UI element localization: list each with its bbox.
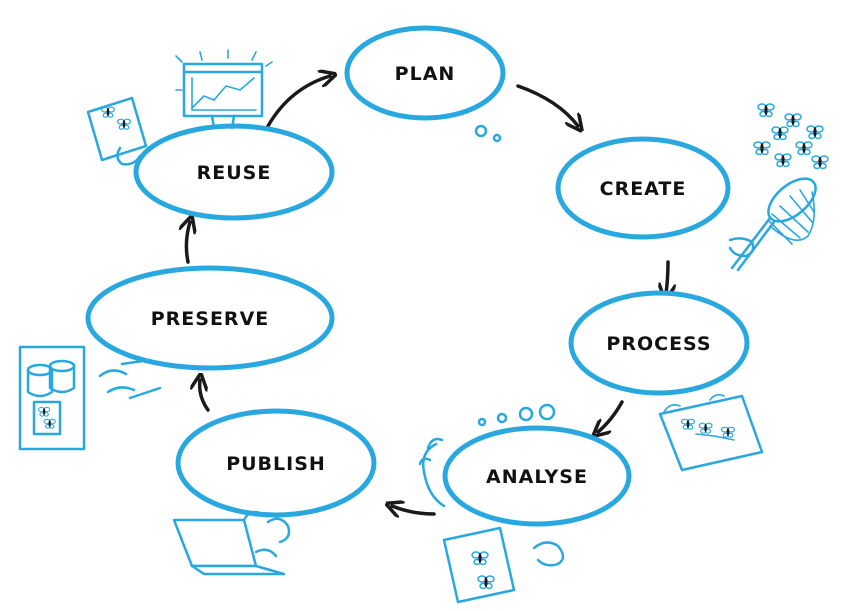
analysis-sheet-icon xyxy=(442,526,516,604)
preserve-hands-icon xyxy=(98,358,162,400)
arrow-publish-to-preserve xyxy=(200,380,210,412)
stage-preserve: PRESERVE xyxy=(85,265,335,371)
thought-bubble-icon xyxy=(474,124,488,138)
stage-plan: PLAN xyxy=(344,25,506,143)
stage-reuse-label: REUSE xyxy=(197,162,272,184)
stage-process-label: PROCESS xyxy=(606,333,711,355)
stage-publish-label: PUBLISH xyxy=(226,453,326,475)
chart-screen-icon xyxy=(175,49,273,130)
stage-reuse: REUSE xyxy=(133,123,335,221)
arrow-process-to-analyse xyxy=(598,400,624,432)
thought-bubbles-icon xyxy=(477,403,556,427)
stage-analyse-label: ANALYSE xyxy=(486,466,588,488)
stage-process: PROCESS xyxy=(568,290,750,396)
data-sheet-icon xyxy=(658,393,764,472)
arrow-analyse-to-publish xyxy=(392,506,436,514)
cycle-arrows xyxy=(186,76,668,514)
arrow-plan-to-create xyxy=(516,84,578,126)
butterflies-icon xyxy=(753,103,829,170)
stage-publish: PUBLISH xyxy=(175,408,377,518)
database-storage-icon xyxy=(18,345,86,451)
stage-create-label: CREATE xyxy=(600,178,687,200)
stage-plan-label: PLAN xyxy=(395,63,456,85)
stage-analyse: ANALYSE xyxy=(442,425,632,527)
arrow-reuse-to-plan xyxy=(266,76,330,128)
stage-preserve-label: PRESERVE xyxy=(151,308,270,330)
arrow-create-to-process xyxy=(666,260,668,294)
butterfly-net-icon xyxy=(728,177,817,272)
laptop-icon xyxy=(172,510,291,576)
arrow-preserve-to-reuse xyxy=(186,222,190,264)
reuse-sheet-icon xyxy=(86,96,148,166)
stage-create: CREATE xyxy=(555,136,731,240)
hand-icon xyxy=(418,437,565,567)
